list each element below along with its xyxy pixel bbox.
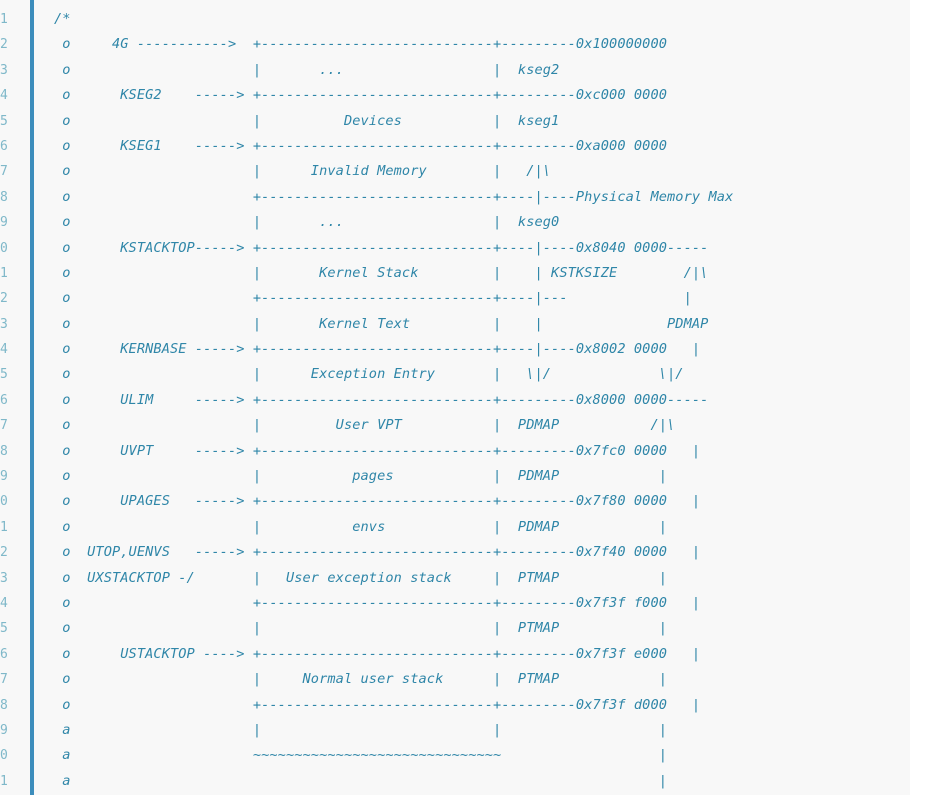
code-comment-text: o | Invalid Memory | /|\ [54,163,552,180]
line-number: 4 [0,88,8,104]
code-line[interactable]: 1 a | [0,769,910,794]
line-number: 1 [0,265,8,281]
code-line[interactable]: 4 o KERNBASE -----> +-------------------… [0,337,910,362]
line-number: 2 [0,545,8,561]
code-comment-text: o ULIM -----> +-------------------------… [54,391,709,408]
code-line[interactable]: 5 o | Devices | kseg1 [0,109,910,134]
code-line[interactable]: 9 o | pages | PDMAP | [0,464,910,489]
code-comment-text: o | ... | kseg0 [54,214,560,231]
line-number: 1 [0,773,8,789]
code-line[interactable]: 1 o | envs | PDMAP | [0,515,910,540]
code-line[interactable]: 2 o +----------------------------+----|-… [0,286,910,311]
line-number: 3 [0,62,8,78]
code-comment-text: o KSTACKTOP-----> +---------------------… [54,239,709,256]
line-number: 8 [0,697,8,713]
line-number: 2 [0,291,8,307]
code-comment-text: o | User VPT | PDMAP /|\ [54,417,676,434]
code-line[interactable]: 3 o | Kernel Text | | PDMAP [0,312,910,337]
code-comment-text: o USTACKTOP ----> +---------------------… [54,645,701,662]
code-comment-text: o | Exception Entry | \|/ \|/ [54,366,684,383]
code-comment-text: o KERNBASE -----> +---------------------… [54,341,701,358]
line-number: 4 [0,595,8,611]
line-number: 7 [0,164,8,180]
line-number: 2 [0,37,8,53]
line-number: 0 [0,494,8,510]
code-line[interactable]: 4 o +----------------------------+------… [0,591,910,616]
code-line[interactable]: 1 o | Kernel Stack | | KSTKSIZE /|\ [0,261,910,286]
code-area[interactable]: 1 /* 2 o 4G -----------> +----------------… [0,7,910,794]
code-comment-text: /* [54,11,71,27]
code-line[interactable]: 8 o +----------------------------+----|-… [0,185,910,210]
line-number: 6 [0,392,8,408]
code-line[interactable]: 0 a ~~~~~~~~~~~~~~~~~~~~~~~~~~~~~~ | [0,743,910,768]
code-line[interactable]: 8 o UVPT -----> +-----------------------… [0,439,910,464]
code-line[interactable]: 4 o KSEG2 -----> +----------------------… [0,83,910,108]
code-line[interactable]: 7 o | Invalid Memory | /|\ [0,159,910,184]
code-line[interactable]: 0 o UPAGES -----> +---------------------… [0,489,910,514]
line-number: 5 [0,113,8,129]
code-comment-text: a ~~~~~~~~~~~~~~~~~~~~~~~~~~~~~~ | [54,747,668,764]
code-line[interactable]: 9 a | | | [0,718,910,743]
line-number: 6 [0,646,8,662]
code-line[interactable]: 0 o KSTACKTOP-----> +-------------------… [0,236,910,261]
gutter-accent-bar [30,0,34,795]
line-number-gutter [0,0,30,795]
line-number: 1 [0,519,8,535]
line-number: 6 [0,138,8,154]
code-line[interactable]: 5 o | Exception Entry | \|/ \|/ [0,362,910,387]
line-number: 9 [0,722,8,738]
line-number: 7 [0,418,8,434]
code-comment-text: o | envs | PDMAP | [54,518,668,535]
code-line[interactable]: 7 o | User VPT | PDMAP /|\ [0,413,910,438]
code-comment-text: o | | PTMAP | [54,620,668,637]
line-number: 8 [0,443,8,459]
line-number: 7 [0,672,8,688]
code-line[interactable]: 9 o | ... | kseg0 [0,210,910,235]
code-comment-text: o | Devices | kseg1 [54,112,560,129]
code-comment-text: o | Kernel Text | | PDMAP [54,315,709,332]
code-comment-text: o +----------------------------+----|---… [54,188,734,205]
code-line[interactable]: 5 o | | PTMAP | [0,616,910,641]
code-line[interactable]: 2 o 4G -----------> +-------------------… [0,32,910,57]
code-comment-text: o UPAGES -----> +-----------------------… [54,493,701,510]
line-number: 3 [0,570,8,586]
line-number: 8 [0,189,8,205]
code-comment-text: o 4G -----------> +---------------------… [54,36,668,53]
line-number: 9 [0,215,8,231]
code-comment-text: o | pages | PDMAP | [54,468,668,485]
code-comment-text: o KSEG2 -----> +------------------------… [54,87,668,104]
code-comment-text: o UVPT -----> +-------------------------… [54,442,701,459]
line-number: 4 [0,342,8,358]
code-line[interactable]: 3 o UXSTACKTOP -/ | User exception stack… [0,566,910,591]
code-comment-text: o UTOP,UENVS -----> +-------------------… [54,544,701,561]
code-comment-text: o | ... | kseg2 [54,61,560,78]
line-number: 5 [0,621,8,637]
code-comment-text: o KSEG1 -----> +------------------------… [54,137,668,154]
code-comment-text: o | Normal user stack | PTMAP | [54,671,668,688]
line-number: 9 [0,469,8,485]
line-number: 3 [0,316,8,332]
line-number: 0 [0,748,8,764]
code-line[interactable]: 3 o | ... | kseg2 [0,58,910,83]
code-line[interactable]: 7 o | Normal user stack | PTMAP | [0,667,910,692]
code-comment-text: o | Kernel Stack | | KSTKSIZE /|\ [54,264,709,281]
code-line[interactable]: 2 o UTOP,UENVS -----> +-----------------… [0,540,910,565]
code-comment-text: o +----------------------------+----|---… [54,290,692,307]
code-comment-text: o UXSTACKTOP -/ | User exception stack |… [54,569,668,586]
code-comment-text: a | | | [54,721,668,738]
line-number: 1 [0,12,8,27]
code-comment-text: o +----------------------------+--------… [54,696,701,713]
code-comment-text: a | [54,772,668,789]
code-line[interactable]: 6 o USTACKTOP ----> +-------------------… [0,642,910,667]
code-line[interactable]: 6 o KSEG1 -----> +----------------------… [0,134,910,159]
code-editor[interactable]: 1 /* 2 o 4G -----------> +----------------… [0,0,910,795]
line-number: 5 [0,367,8,383]
code-line[interactable]: 8 o +----------------------------+------… [0,693,910,718]
code-line[interactable]: 1 /* [0,7,910,32]
line-number: 0 [0,240,8,256]
code-comment-text: o +----------------------------+--------… [54,594,701,611]
code-line[interactable]: 6 o ULIM -----> +-----------------------… [0,388,910,413]
